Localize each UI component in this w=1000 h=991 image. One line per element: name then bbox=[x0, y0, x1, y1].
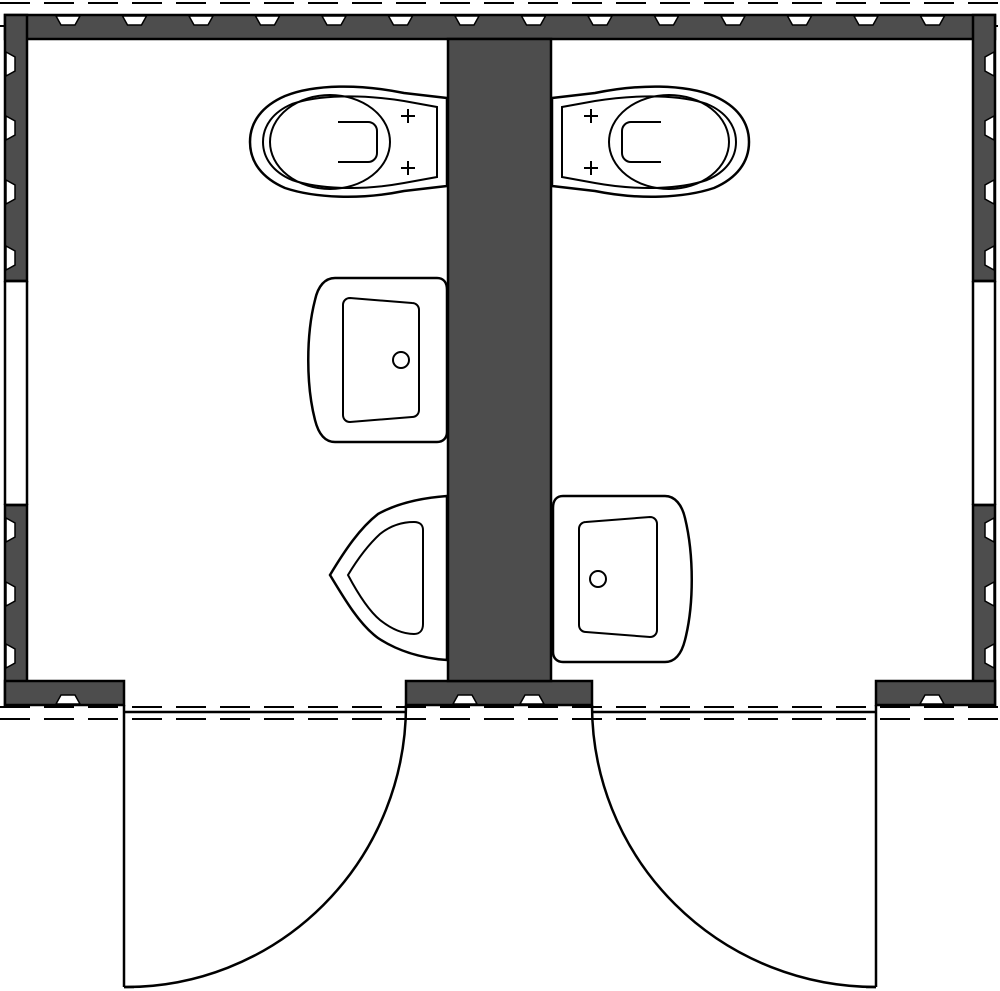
wall-notch bbox=[5, 114, 16, 142]
washbasin-right bbox=[551, 494, 693, 664]
wall-notch bbox=[54, 15, 82, 26]
door-left bbox=[122, 704, 408, 989]
top-wall bbox=[3, 13, 997, 41]
bottom-wall-left bbox=[3, 679, 126, 707]
wall-notch bbox=[387, 15, 414, 26]
left-window bbox=[3, 279, 29, 507]
urinal bbox=[328, 494, 449, 662]
wall-notch bbox=[187, 15, 215, 26]
wall-notch bbox=[719, 15, 747, 26]
wall-notch bbox=[984, 50, 995, 78]
wall-notch bbox=[254, 15, 281, 26]
right-window bbox=[971, 279, 997, 507]
wall-notch bbox=[5, 244, 16, 272]
wall-notch bbox=[984, 642, 995, 670]
wall-notch bbox=[5, 516, 16, 544]
wall-notch bbox=[852, 15, 880, 26]
partition-wall bbox=[446, 37, 553, 683]
wall-notch bbox=[518, 694, 546, 705]
wall-notch bbox=[984, 580, 995, 608]
washbasin-left-drain bbox=[392, 351, 410, 369]
wall-notch bbox=[5, 178, 16, 206]
wall-notch bbox=[586, 15, 614, 26]
wall-notch bbox=[919, 15, 946, 26]
wall-notch bbox=[5, 50, 16, 78]
wall-notch bbox=[653, 15, 680, 26]
wall-notch bbox=[984, 516, 995, 544]
wall-notch bbox=[918, 694, 946, 705]
walls bbox=[3, 13, 997, 707]
bottom-wall-center bbox=[404, 679, 594, 707]
door-right bbox=[590, 704, 878, 989]
wall-notch bbox=[453, 15, 481, 26]
wall-notch bbox=[5, 642, 16, 670]
toilet-right bbox=[550, 85, 751, 198]
door-left-swing-arc bbox=[123, 704, 408, 989]
washbasin-right-drain bbox=[589, 570, 607, 588]
wall-notch bbox=[786, 15, 813, 26]
wall-notch bbox=[121, 15, 148, 26]
toilet-left-bolts bbox=[401, 109, 415, 175]
toilet-right-bolts bbox=[584, 109, 598, 175]
wall-notch bbox=[5, 580, 16, 608]
wall-notch bbox=[984, 244, 995, 272]
toilet-left bbox=[248, 85, 449, 198]
wall-notch bbox=[54, 694, 82, 705]
wall-notch bbox=[984, 178, 995, 206]
wall-notches bbox=[5, 15, 995, 705]
wall-notch bbox=[984, 114, 995, 142]
wall-notch bbox=[320, 15, 348, 26]
door-right-swing-arc bbox=[590, 704, 877, 989]
wall-notch bbox=[520, 15, 547, 26]
washbasin-left bbox=[307, 276, 449, 444]
wall-notch bbox=[451, 694, 479, 705]
